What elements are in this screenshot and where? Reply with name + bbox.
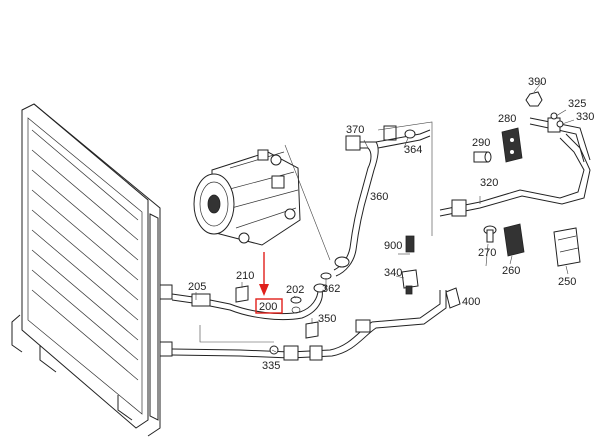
line-350 — [171, 290, 447, 361]
part-340-pressure-switch — [401, 235, 419, 295]
callout-330[interactable]: 330 — [576, 111, 594, 123]
callout-325[interactable]: 325 — [568, 98, 586, 110]
ac-compressor — [193, 149, 301, 246]
seal-364 — [404, 129, 416, 139]
condenser-fitting-upper — [159, 284, 173, 300]
callout-362[interactable]: 362 — [322, 283, 340, 295]
line-360 — [333, 125, 431, 277]
callout-335[interactable]: 335 — [262, 360, 280, 372]
part-202-seal — [290, 296, 302, 304]
part-280-expansion-valve — [501, 127, 523, 163]
callout-250[interactable]: 250 — [558, 276, 576, 288]
line-320 — [439, 117, 591, 217]
callout-364[interactable]: 364 — [404, 144, 422, 156]
fitting-335 — [283, 345, 299, 361]
callout-290[interactable]: 290 — [472, 137, 490, 149]
highlight-arrow — [259, 252, 269, 296]
part-400-sleeve — [445, 287, 461, 309]
callout-205[interactable]: 205 — [188, 281, 206, 293]
callout-900[interactable]: 900 — [384, 240, 402, 252]
part-270-bolt — [483, 225, 497, 243]
callout-280[interactable]: 280 — [498, 113, 516, 125]
callout-320[interactable]: 320 — [480, 177, 498, 189]
part-330-seal — [556, 120, 564, 128]
part-325-washer — [550, 112, 558, 120]
highlight-box-200 — [255, 298, 283, 314]
callout-390[interactable]: 390 — [528, 76, 546, 88]
fitting-370 — [345, 135, 361, 151]
callout-340[interactable]: 340 — [384, 267, 402, 279]
callout-202[interactable]: 202 — [286, 284, 304, 296]
part-260-block — [503, 223, 525, 257]
part-290-sleeve — [473, 151, 492, 163]
callout-370[interactable]: 370 — [346, 124, 364, 136]
part-350-clip — [305, 321, 319, 339]
callout-200[interactable]: 200 — [259, 301, 277, 313]
condenser-fins — [31, 129, 139, 381]
callout-210[interactable]: 210 — [236, 270, 254, 282]
callout-360[interactable]: 360 — [370, 191, 388, 203]
part-390-nut — [525, 91, 543, 107]
callout-260[interactable]: 260 — [502, 265, 520, 277]
callout-400[interactable]: 400 — [462, 296, 480, 308]
leader-lines — [195, 81, 575, 353]
callout-270[interactable]: 270 — [478, 247, 496, 259]
part-210-clip — [235, 285, 249, 303]
fitting-205 — [191, 293, 211, 307]
callout-350[interactable]: 350 — [318, 313, 336, 325]
condenser-fitting-lower — [159, 341, 173, 357]
part-250-plate — [553, 227, 581, 267]
condenser-assembly — [11, 103, 173, 437]
